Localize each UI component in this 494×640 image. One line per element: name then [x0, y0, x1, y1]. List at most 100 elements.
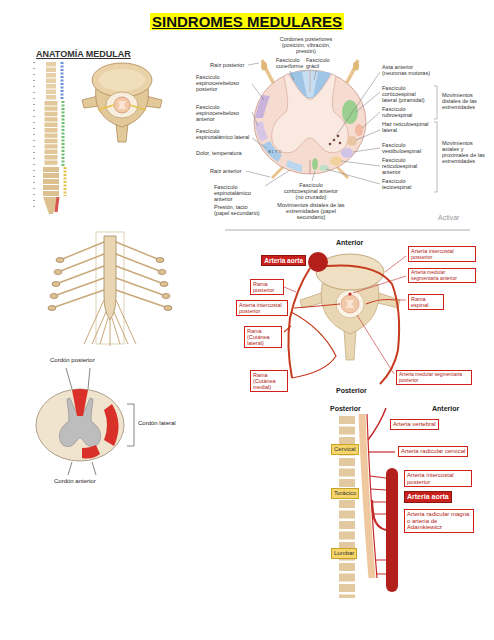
box-text: Torácico [334, 490, 356, 497]
spine-column-part [56, 197, 58, 212]
vascular-cross-section-part [348, 292, 351, 295]
spinal-cord-cross-section-part [353, 62, 359, 71]
vascular-sagittal-view-part [368, 451, 395, 452]
vascular-sagittal-view-part [368, 408, 386, 440]
spinal-cord-cross-section-part [254, 70, 366, 174]
artery-label-box: Rama (Cutánea medial) [250, 370, 288, 392]
tract-label: Movimientos axiales y proximales de las … [442, 140, 488, 164]
cauda-equina-part [50, 294, 58, 299]
cord-funiculi-section-part [68, 462, 96, 475]
vascular-cross-section-part [353, 276, 406, 293]
vascular-cross-section-part [344, 330, 356, 360]
vertebra-top-view-part [99, 69, 145, 91]
leader-line-part [312, 171, 315, 181]
tract-label: Fascículo corticoespinal lateral (pirami… [382, 85, 432, 103]
tract-label: Fascículo tectoespinal [382, 178, 432, 190]
spinal-cord-cross-section-part [342, 100, 358, 124]
cauda-equina-part [84, 300, 136, 346]
vascular-cross-section-part [294, 304, 340, 308]
spinal-cord-cross-section [254, 60, 366, 178]
orientation-label: Posterior [330, 405, 361, 413]
cauda-equina-part [54, 270, 62, 275]
cauda-equina-part [104, 236, 116, 320]
leader-line-part [265, 170, 290, 186]
vascular-sagittal-view-part [386, 468, 398, 592]
spinal-cord-cross-section-part [312, 158, 318, 170]
spine-region-box: Torácico [331, 488, 359, 499]
tract-label: Fascículo grácil [306, 57, 332, 69]
tract-label: Dolor, temperatura [196, 150, 250, 156]
vascular-cross-section-part [346, 300, 354, 308]
cauda-equina-part [164, 306, 172, 311]
section-heading: ANATOMÍA MEDULAR [36, 50, 131, 60]
box-text: Arteria medular segmentaria anterior [411, 270, 473, 281]
leader-line-part [336, 72, 380, 136]
vertebra-top-view-part [114, 97, 130, 113]
leader-line-part [314, 71, 316, 80]
leader-line-part [434, 86, 437, 119]
box-text: Arteria intercostal posterior [239, 302, 285, 314]
leader-line-part [290, 71, 294, 80]
tract-label: Movimientos distales de las extremidades… [276, 202, 346, 220]
leader-line-part [434, 122, 437, 192]
spinal-cord-cross-section-part [310, 70, 311, 92]
spinal-cord-cross-section-part [262, 60, 274, 84]
spinal-cord-cross-section-part [355, 124, 363, 136]
title-bar: SINDROMES MEDULARES [0, 13, 494, 31]
spine-column-part [43, 197, 59, 214]
orientation-label: Anterior [432, 405, 459, 413]
spinal-cord-cross-section-part [333, 139, 336, 142]
region-label: Cordón lateral [138, 420, 176, 427]
vascular-cross-section-part [321, 284, 379, 334]
cord-funiculi-section [36, 368, 134, 475]
artery-label-box: Arteria radicular magna o arteria de Ada… [404, 509, 474, 533]
artery-label-box: Arteria medular segmentaria posterior [396, 370, 472, 385]
region-label: Cordón anterior [54, 478, 96, 485]
tract-label: S L T C [268, 150, 281, 154]
artery-label-box: Arteria medular segmentaria anterior [408, 268, 476, 283]
spinal-cord-cross-section-part [330, 157, 342, 166]
leader-line-part [248, 63, 259, 65]
cauda-equina-part [156, 258, 164, 263]
vascular-cross-section-part [284, 287, 296, 292]
artery-label-box: Rama posterior [250, 279, 284, 295]
box-text: Arteria medular segmentaria posterior [399, 372, 469, 383]
vascular-cross-section-part [357, 315, 394, 374]
spine-column-part [43, 167, 59, 196]
leader-line-part [252, 84, 264, 100]
tract-label: Movimientos distales de las extremidades [442, 92, 488, 110]
aorta-label-box: Arteria aorta [404, 491, 452, 503]
spine-region-box: Lumbar [331, 548, 357, 559]
region-label: Cordón posterior [50, 357, 95, 364]
box-text: Cervical [334, 446, 356, 453]
vascular-cross-section-part [366, 300, 396, 305]
vascular-sagittal-view-part [372, 500, 386, 530]
vascular-cross-section-part [308, 252, 328, 272]
box-text: Arteria intercostal posterior [411, 248, 473, 260]
spine-region-box: Cervical [331, 444, 359, 455]
spine-column-part [46, 62, 56, 100]
spinal-cord-cross-section-part [337, 135, 340, 138]
artery-label-box: Arteria intercostal posterior [408, 246, 476, 262]
leader-line-part [252, 112, 258, 126]
artery-label-box: Rama (Cutánea lateral) [244, 326, 282, 348]
box-text: Arteria radicular magna o arteria de Ada… [407, 511, 471, 531]
spinal-cord-cross-section-part [336, 166, 348, 178]
cauda-equina-part [160, 282, 168, 287]
tract-label: Raíz posterior [210, 62, 244, 68]
cauda-equina-part [52, 282, 60, 287]
cauda-equina-part [158, 270, 166, 275]
box-text: Arteria aorta [264, 257, 303, 264]
tract-label: Asta anterior (neuronas motoras) [382, 64, 432, 76]
cauda-equina-part [48, 306, 56, 311]
vascular-cross-section-part [341, 295, 359, 313]
divider-line [225, 230, 470, 231]
tract-label: Fascículo espinotalámico anterior [214, 184, 262, 202]
leader-line-part [326, 169, 380, 184]
tract-label: Fascículo reticuloespinal anterior [382, 157, 432, 175]
orientation-label: Posterior [336, 387, 367, 395]
tract-label: Raíz anterior [210, 168, 242, 174]
vascular-cross-section-part [284, 326, 291, 332]
cord-funiculi-section-part [66, 368, 90, 389]
